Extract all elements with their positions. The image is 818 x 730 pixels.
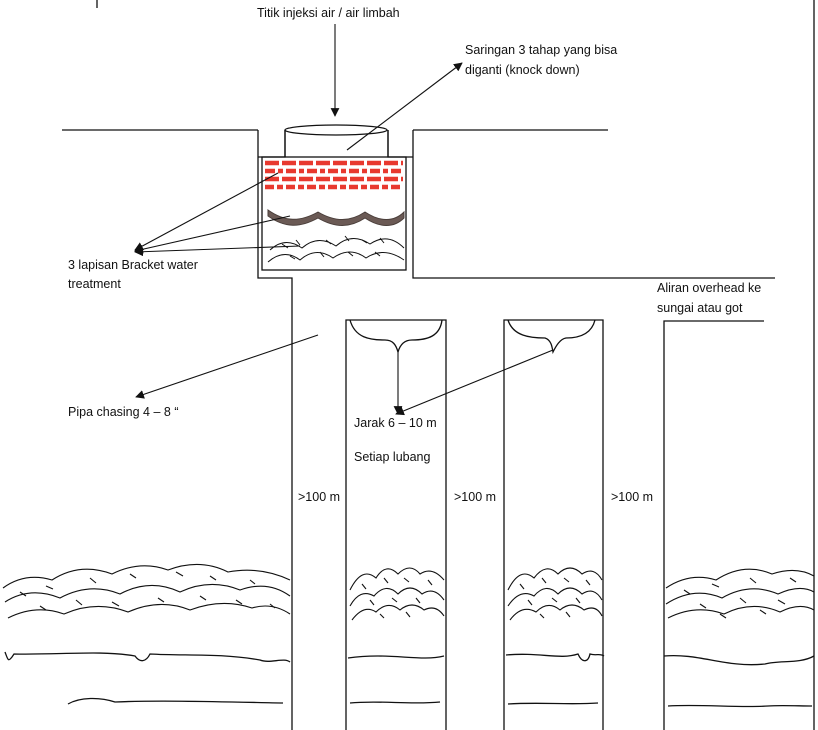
filter-layer-pebbles — [267, 235, 405, 263]
funnel-well-2 — [349, 319, 443, 355]
casing-pipe-label: Pipa chasing 4 – 8 “ — [68, 405, 179, 419]
overhead-label-line1: Aliran overhead ke — [657, 281, 762, 295]
well-shaft-4 — [663, 320, 764, 730]
overhead-channel — [412, 130, 775, 279]
casing-pipe-arrow — [135, 334, 319, 399]
bracket-arrow-gravel — [134, 215, 291, 254]
each-hole-label: Setiap lubang — [354, 450, 431, 464]
filter-layer-gravel — [267, 209, 405, 226]
chamber-inner-right — [387, 130, 413, 158]
bracket-label-line1: 3 lapisan Bracket water — [68, 258, 198, 272]
bracket-arrow-bricks — [134, 172, 279, 251]
chamber-inner-left — [258, 130, 286, 158]
casing-pipe-left-wall — [257, 130, 293, 730]
filter-pointer-arrow — [346, 62, 463, 151]
overhead-label-line2: sungai atau got — [657, 301, 743, 315]
depth-label-1: >100 m — [298, 490, 341, 504]
injection-point-label: Titik injeksi air / air limbah — [257, 6, 400, 20]
distance-label: Jarak 6 – 10 m — [354, 416, 437, 430]
well-shaft-2 — [345, 319, 447, 730]
depth-label-2: >100 m — [454, 490, 497, 504]
depth-label-3: >100 m — [611, 490, 654, 504]
soil-layer-1 — [4, 651, 291, 663]
funnel-well-3 — [507, 319, 596, 355]
bracket-arrow-pebbles — [134, 245, 301, 257]
filter-box — [261, 156, 407, 271]
filter-label-line1: Saringan 3 tahap yang bisa — [465, 43, 618, 57]
filter-label-line2: diganti (knock down) — [465, 63, 580, 77]
rock-layer — [2, 563, 815, 621]
soil-layer-2 — [67, 697, 284, 705]
bracket-label-line2: treatment — [68, 277, 121, 291]
injection-inlet — [284, 124, 388, 136]
filter-layer-bricks — [265, 160, 403, 190]
well-shaft-3 — [503, 319, 604, 730]
distance-arrow-diagonal — [395, 349, 554, 416]
